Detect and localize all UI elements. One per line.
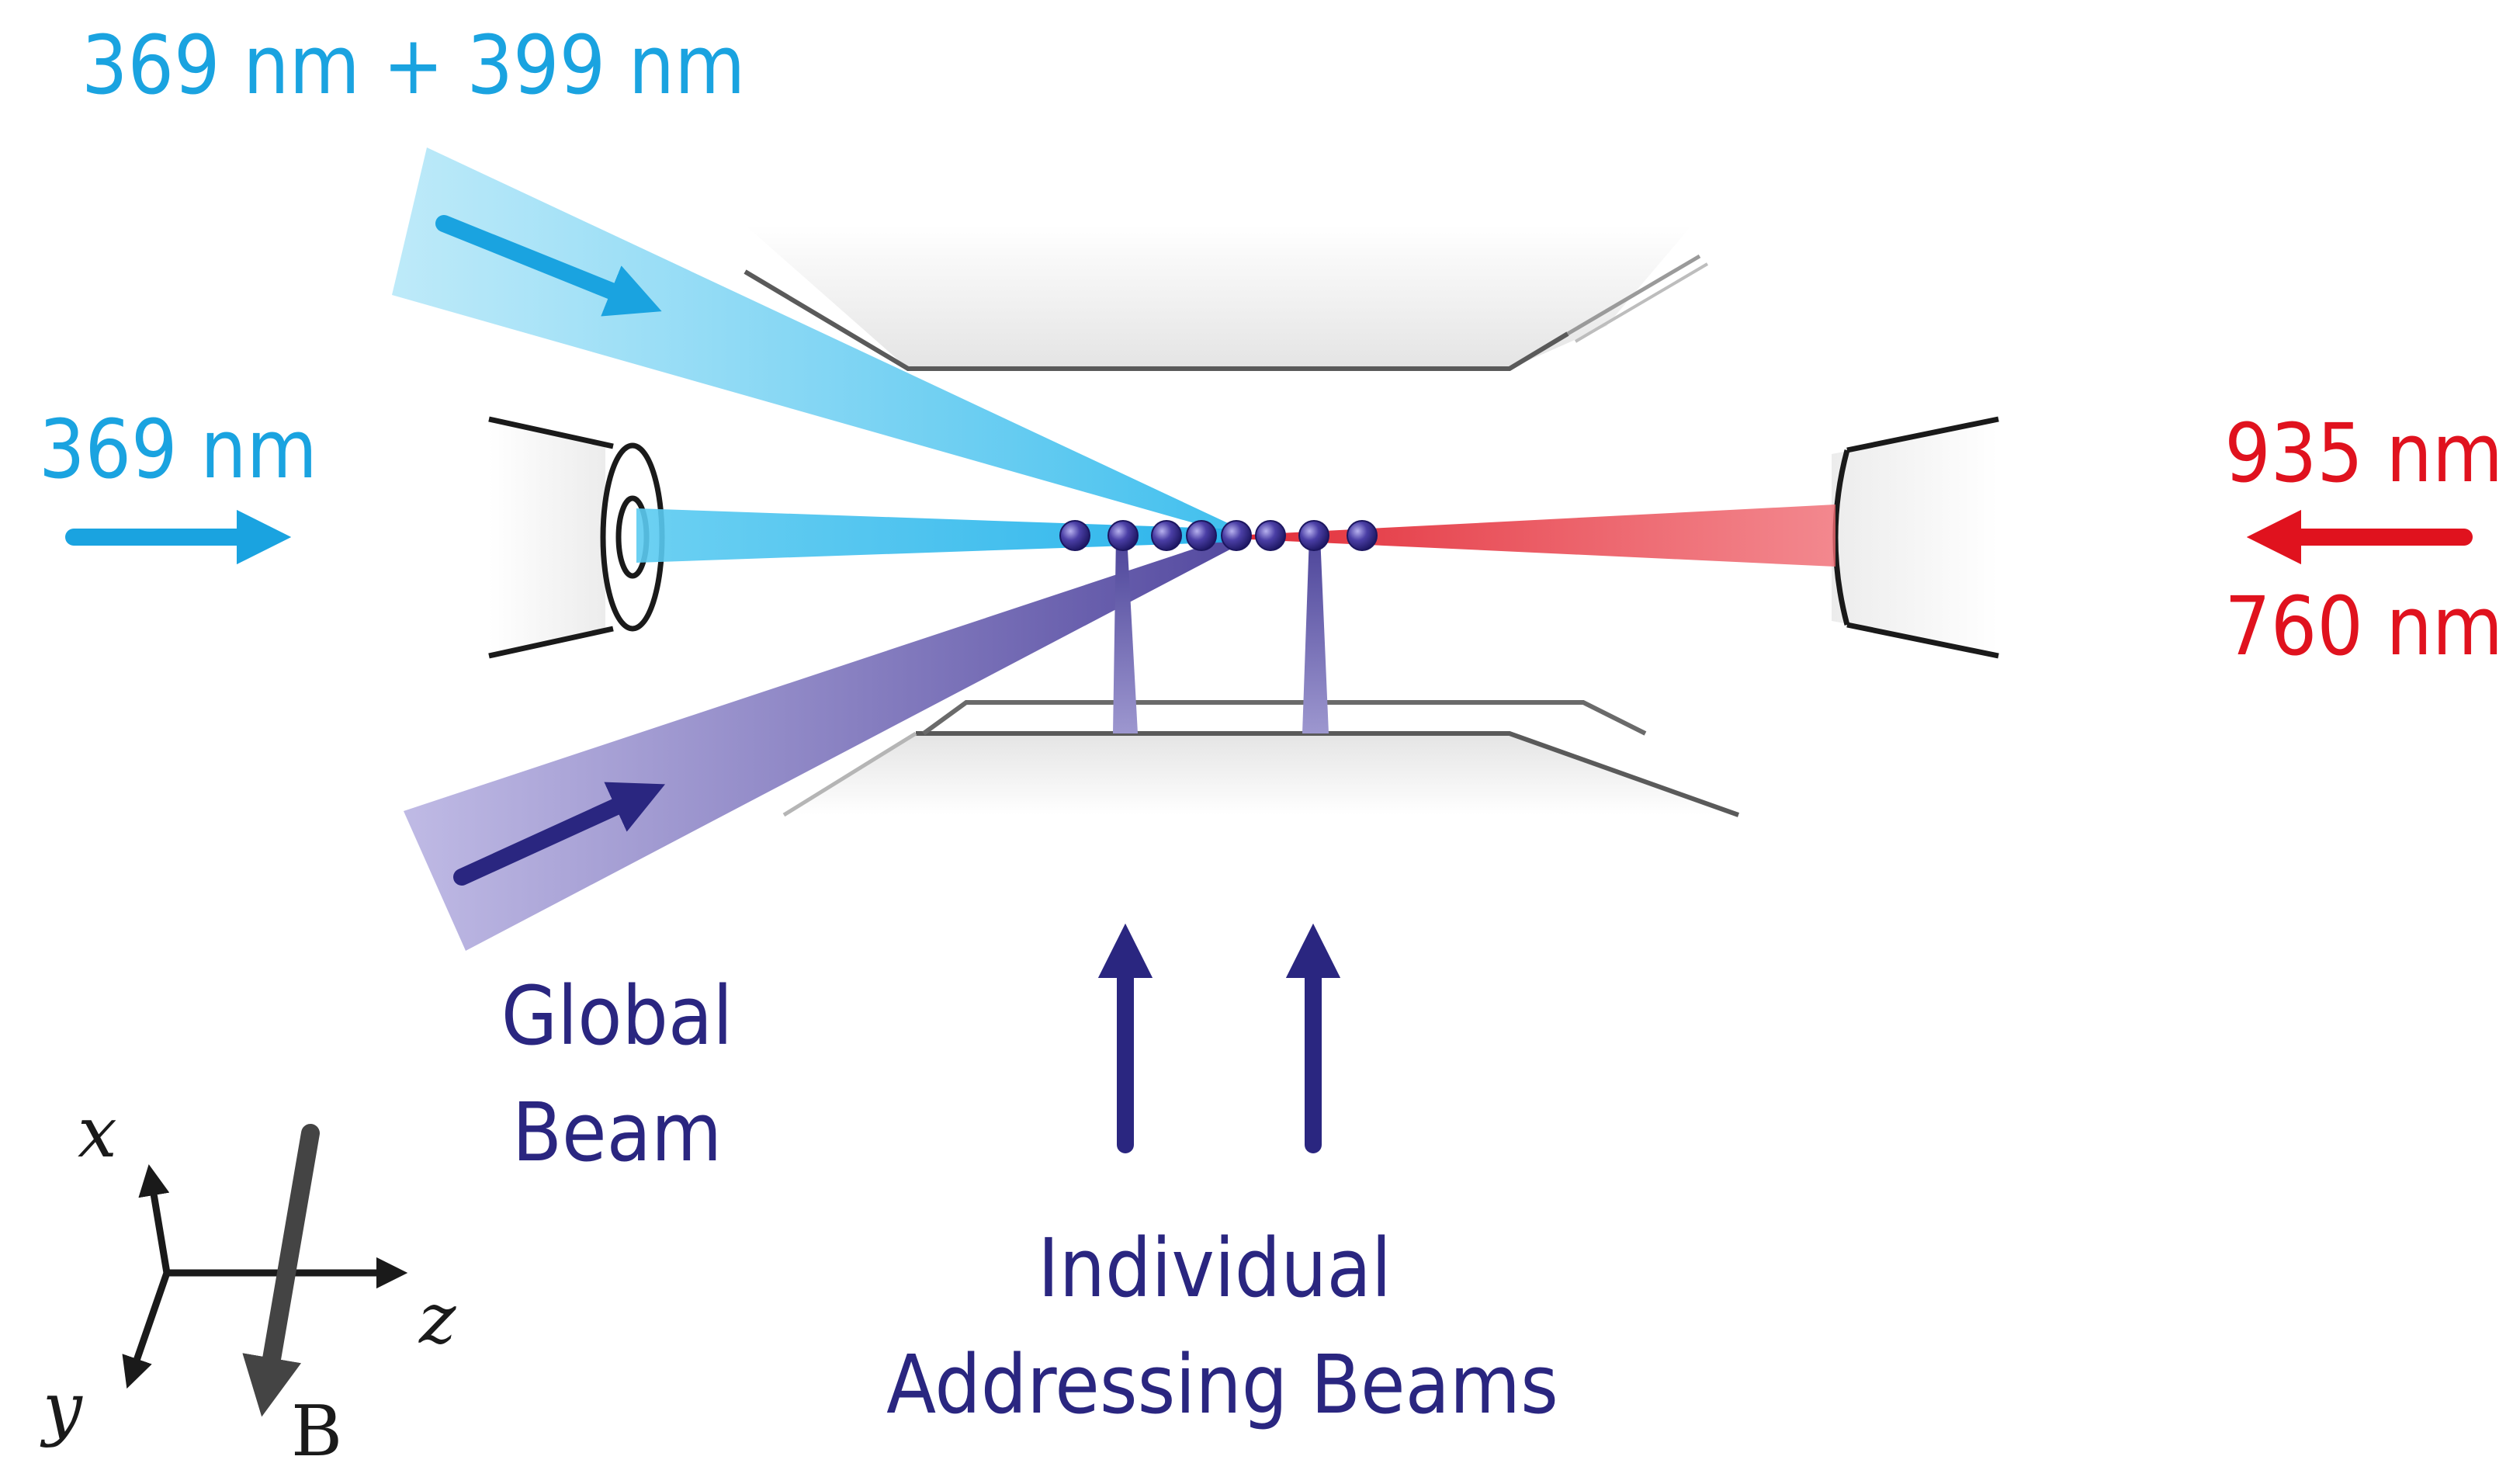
individual-beam-2 <box>1302 536 1329 733</box>
ion <box>1059 520 1090 551</box>
b-field-arrow <box>242 1124 320 1417</box>
ion <box>1347 520 1378 551</box>
label-right-beam-1: 935 nm <box>2224 406 2503 501</box>
global-beam-arrow <box>453 782 666 886</box>
label-x-axis: x <box>78 1092 117 1174</box>
right-axial-beam <box>1234 504 1835 567</box>
global-beam <box>404 536 1242 951</box>
label-b-field: B <box>291 1391 342 1472</box>
label-global-1: Global <box>501 969 733 1063</box>
label-individual-1: Individual <box>1038 1221 1392 1316</box>
top-electrode <box>744 225 1709 371</box>
label-z-axis: z <box>418 1278 456 1360</box>
ion <box>1186 520 1217 551</box>
ion-chain <box>1059 520 1378 551</box>
label-global-2: Beam <box>512 1085 722 1180</box>
individual-beam-1 <box>1113 536 1138 733</box>
ion <box>1107 520 1139 551</box>
coordinate-axes <box>122 1124 408 1417</box>
ion <box>1151 520 1182 551</box>
top-global-beam <box>392 147 1238 536</box>
x-axis <box>138 1164 171 1274</box>
ion <box>1221 520 1252 551</box>
left-axial-beam <box>636 508 1242 563</box>
label-right-beam-2: 760 nm <box>2224 579 2503 674</box>
ion <box>1298 520 1329 551</box>
label-individual-2: Addressing Beams <box>886 1337 1558 1432</box>
right-fiber-tube <box>1832 416 1999 659</box>
label-top-beam: 369 nm + 399 nm <box>81 18 745 113</box>
label-y-axis: y <box>40 1368 83 1449</box>
y-axis <box>122 1271 171 1389</box>
top-beam-arrow <box>435 215 662 317</box>
ion <box>1255 520 1286 551</box>
label-left-beam: 369 nm <box>39 402 317 497</box>
bottom-electrode <box>782 700 1740 817</box>
left-fiber-tube <box>488 416 665 659</box>
